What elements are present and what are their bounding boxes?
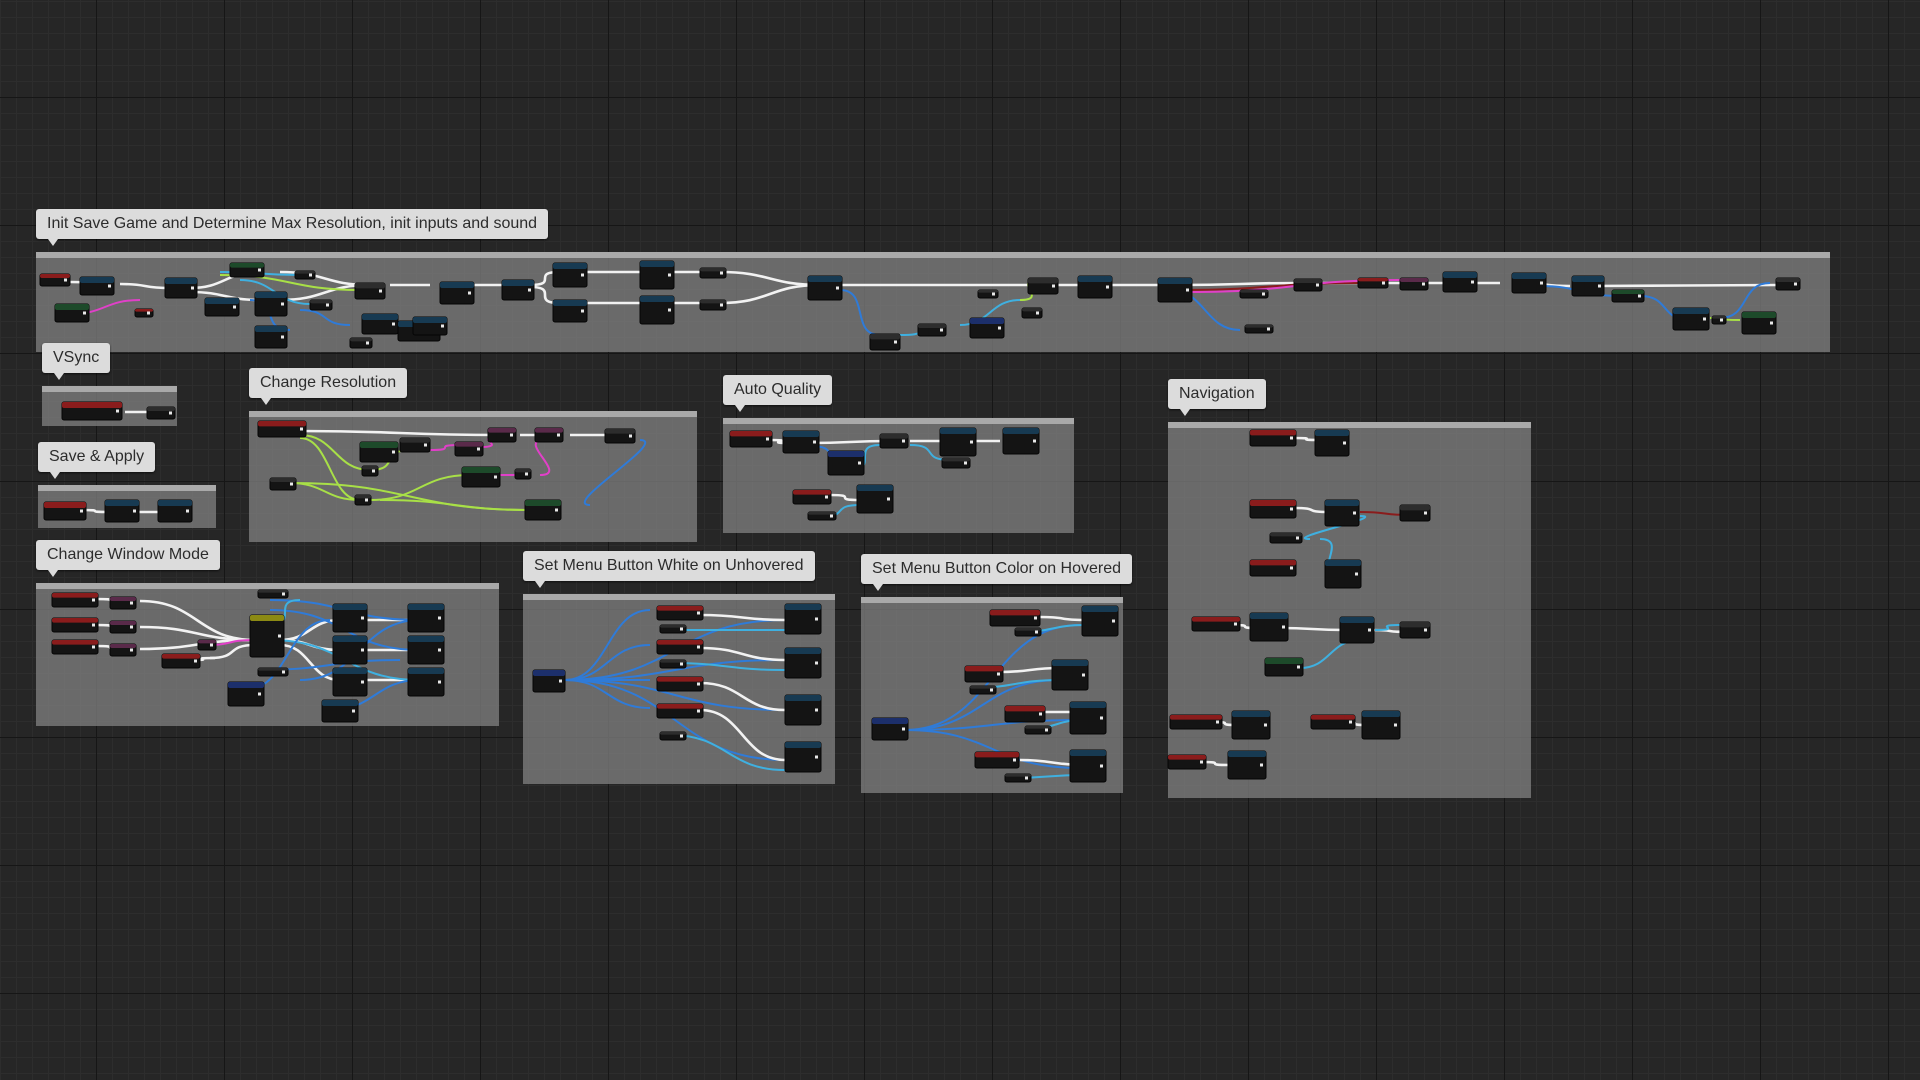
comment-label-change-window-mode[interactable]: Change Window Mode xyxy=(36,540,220,577)
comment-label-save-apply[interactable]: Save & Apply xyxy=(38,442,156,479)
comment-box-change-window-mode[interactable] xyxy=(36,583,499,726)
comment-box-navigation[interactable] xyxy=(1168,422,1531,798)
comment-label-init[interactable]: Init Save Game and Determine Max Resolut… xyxy=(36,209,549,246)
comment-label-change-resolution[interactable]: Change Resolution xyxy=(249,368,408,405)
comment-label-vsync[interactable]: VSync xyxy=(42,343,111,380)
comment-box-auto-quality[interactable] xyxy=(723,418,1074,533)
comment-box-change-resolution[interactable] xyxy=(249,411,697,542)
comment-label-auto-quality[interactable]: Auto Quality xyxy=(723,375,833,412)
comment-label-navigation[interactable]: Navigation xyxy=(1168,379,1266,416)
comment-box-vsync[interactable] xyxy=(42,386,177,426)
comment-box-set-color-hovered[interactable] xyxy=(861,597,1123,793)
comment-box-set-white-unhovered[interactable] xyxy=(523,594,835,784)
comment-label-set-color-hovered[interactable]: Set Menu Button Color on Hovered xyxy=(861,554,1133,591)
comment-box-init[interactable] xyxy=(36,252,1830,352)
comment-box-save-apply[interactable] xyxy=(38,485,216,528)
comment-label-set-white-unhovered[interactable]: Set Menu Button White on Unhovered xyxy=(523,551,815,588)
